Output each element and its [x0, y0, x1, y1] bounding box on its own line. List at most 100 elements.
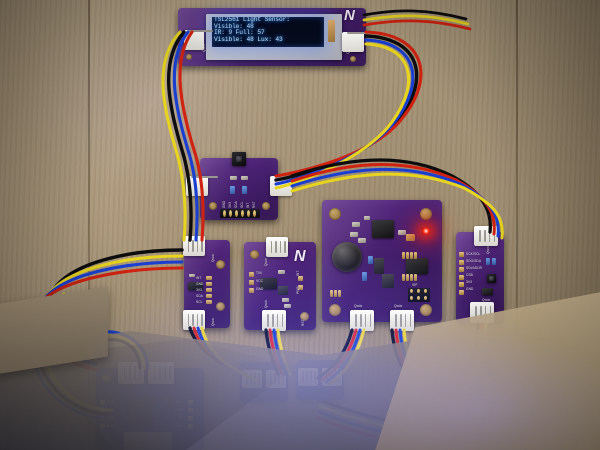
- box-seam-right: [516, 0, 518, 450]
- sound-qwiic-right[interactable]: [390, 310, 414, 331]
- pin-label-scl: SCL: [240, 201, 244, 208]
- capacitor: [230, 186, 235, 194]
- pin-label-int: INT: [246, 202, 250, 208]
- resistor: [350, 232, 358, 237]
- pin-pads-left[interactable]: [249, 272, 254, 293]
- microphone: [332, 242, 362, 272]
- oled-qwiic-connector-left[interactable]: [184, 30, 214, 50]
- resistor: [364, 216, 370, 220]
- pin-label-sck-scl: SCK/SCL: [466, 252, 481, 256]
- resistor: [358, 238, 366, 243]
- opamp-ic: [372, 220, 394, 238]
- resistor: [189, 274, 195, 277]
- proximity-qwiic-top[interactable]: [183, 236, 205, 256]
- pin-label-gnd: GND: [466, 287, 474, 291]
- sparkfun-logo-icon: N: [294, 248, 306, 265]
- regulator-ic: [482, 288, 493, 295]
- oled-board: TSL2561 Light Sensor: Visible: 48 IR: 9 …: [178, 7, 375, 66]
- pin-label-sda: SDA: [196, 294, 203, 298]
- breakout-pads[interactable]: [330, 290, 341, 297]
- oled-line-1: TSL2561 Light Sensor:: [214, 17, 290, 23]
- pin-label-3v3: 3V3: [466, 280, 472, 284]
- resistor: [278, 270, 285, 274]
- environmental-sensor-board: N TX0 VCC GND INT PWR RST Qwiic Qwiic: [244, 237, 316, 331]
- light-sensor-qwiic-left[interactable]: [186, 176, 219, 196]
- mount-hole: [350, 56, 356, 62]
- pin-label-vcc: VCC: [256, 279, 264, 283]
- oled-line-4: Visible: 48 Lux: 43: [214, 35, 283, 43]
- pin-label-gnd: GND: [196, 282, 204, 286]
- proximity-qwiic-bottom[interactable]: [183, 310, 205, 330]
- proximity-sensor-board: INT GND 3V3 SDA SCL Qwiic Qwiic: [183, 236, 230, 330]
- qwiic-label-right: Qwiic: [394, 304, 403, 308]
- breakout-header[interactable]: [220, 209, 260, 218]
- pin-label-sdo-sda: SDO/SDA: [466, 259, 482, 263]
- env-qwiic-top[interactable]: [266, 237, 288, 257]
- oled-line-2: Visible: 48: [214, 22, 254, 30]
- oled-qwiic-connector-right[interactable]: [342, 32, 375, 52]
- qwiic-label-top: Qwiic: [211, 253, 215, 262]
- pin-label-csb: CSB: [466, 273, 473, 277]
- pin-label-int: INT: [296, 270, 300, 276]
- sound-detector-board: ISP Qwiic Qwiic: [322, 200, 442, 331]
- pin-label-int: INT: [196, 276, 202, 280]
- mount-hole: [262, 202, 270, 210]
- resistor: [241, 176, 248, 180]
- pin-label-scl: SCL: [196, 300, 203, 304]
- pressure-sensor-board: SCK/SCL SDO/SDA SDI/ADDR CSB 3V3 GND Qwi…: [456, 226, 504, 324]
- box-seam-left: [88, 0, 90, 450]
- pin-label-gnd: GND: [256, 287, 264, 291]
- capacitor: [486, 258, 490, 265]
- resistor: [282, 298, 289, 302]
- pin-pads[interactable]: [206, 276, 212, 304]
- resistor: [352, 222, 360, 227]
- mount-hole: [186, 54, 192, 60]
- resistor: [284, 304, 291, 308]
- power-led-red: [422, 228, 430, 234]
- breakout-pads[interactable]: [402, 252, 417, 259]
- resistor: [230, 176, 237, 180]
- qwiic-label-top: Qwiic: [486, 245, 490, 254]
- sparkfun-logo-icon: N: [344, 7, 355, 24]
- mount-hole: [329, 304, 341, 316]
- pin-label-gnd: GND: [222, 200, 226, 208]
- pin-label-tx0: TX0: [256, 271, 263, 275]
- light-sensor-board: GND 3V3 SDA SCL INT RST: [186, 152, 303, 220]
- pin-label-rst: RST: [252, 201, 256, 208]
- capacitor: [368, 256, 373, 264]
- capacitor: [492, 258, 496, 265]
- qwiic-label-top: Qwiic: [264, 257, 268, 266]
- pin-pads[interactable]: [459, 252, 464, 295]
- pin-label-rst: RST: [301, 319, 305, 326]
- light-sensor-qwiic-right[interactable]: [270, 176, 303, 196]
- logic-ic: [406, 258, 428, 274]
- mount-hole: [420, 304, 432, 316]
- env-qwiic-bottom[interactable]: [262, 310, 286, 331]
- oled-screen: TSL2561 Light Sensor: Visible: 48 IR: 9 …: [212, 17, 324, 47]
- mount-hole: [250, 250, 259, 259]
- transistor: [382, 274, 394, 288]
- qwiic-label-left: Qwiic: [354, 304, 363, 308]
- pressure-qwiic-top[interactable]: [474, 226, 498, 246]
- oled-line-3: IR: 9 Full: 57: [214, 29, 265, 37]
- mount-hole: [216, 302, 225, 311]
- pin-label-pwr: PWR: [296, 286, 300, 294]
- isp-label: ISP: [412, 283, 418, 287]
- sensor-package: [278, 286, 288, 295]
- sound-qwiic-left[interactable]: [350, 310, 374, 331]
- mount-hole: [216, 260, 225, 269]
- pin-label-3v3: 3V3: [196, 288, 202, 292]
- pressure-sensor-chip: [487, 274, 496, 283]
- light-sensor-chip: [232, 152, 246, 166]
- mount-hole: [329, 208, 341, 220]
- transistor: [374, 258, 384, 274]
- capacitor: [242, 186, 247, 194]
- breakout-pads[interactable]: [402, 274, 417, 281]
- inductor: [406, 234, 415, 241]
- resistor: [398, 230, 406, 235]
- pin-label-sdi-addr: SDI/ADDR: [466, 266, 483, 270]
- isp-header[interactable]: [408, 288, 430, 302]
- mount-hole: [420, 208, 432, 220]
- qwiic-label-bottom: Qwiic: [211, 317, 215, 326]
